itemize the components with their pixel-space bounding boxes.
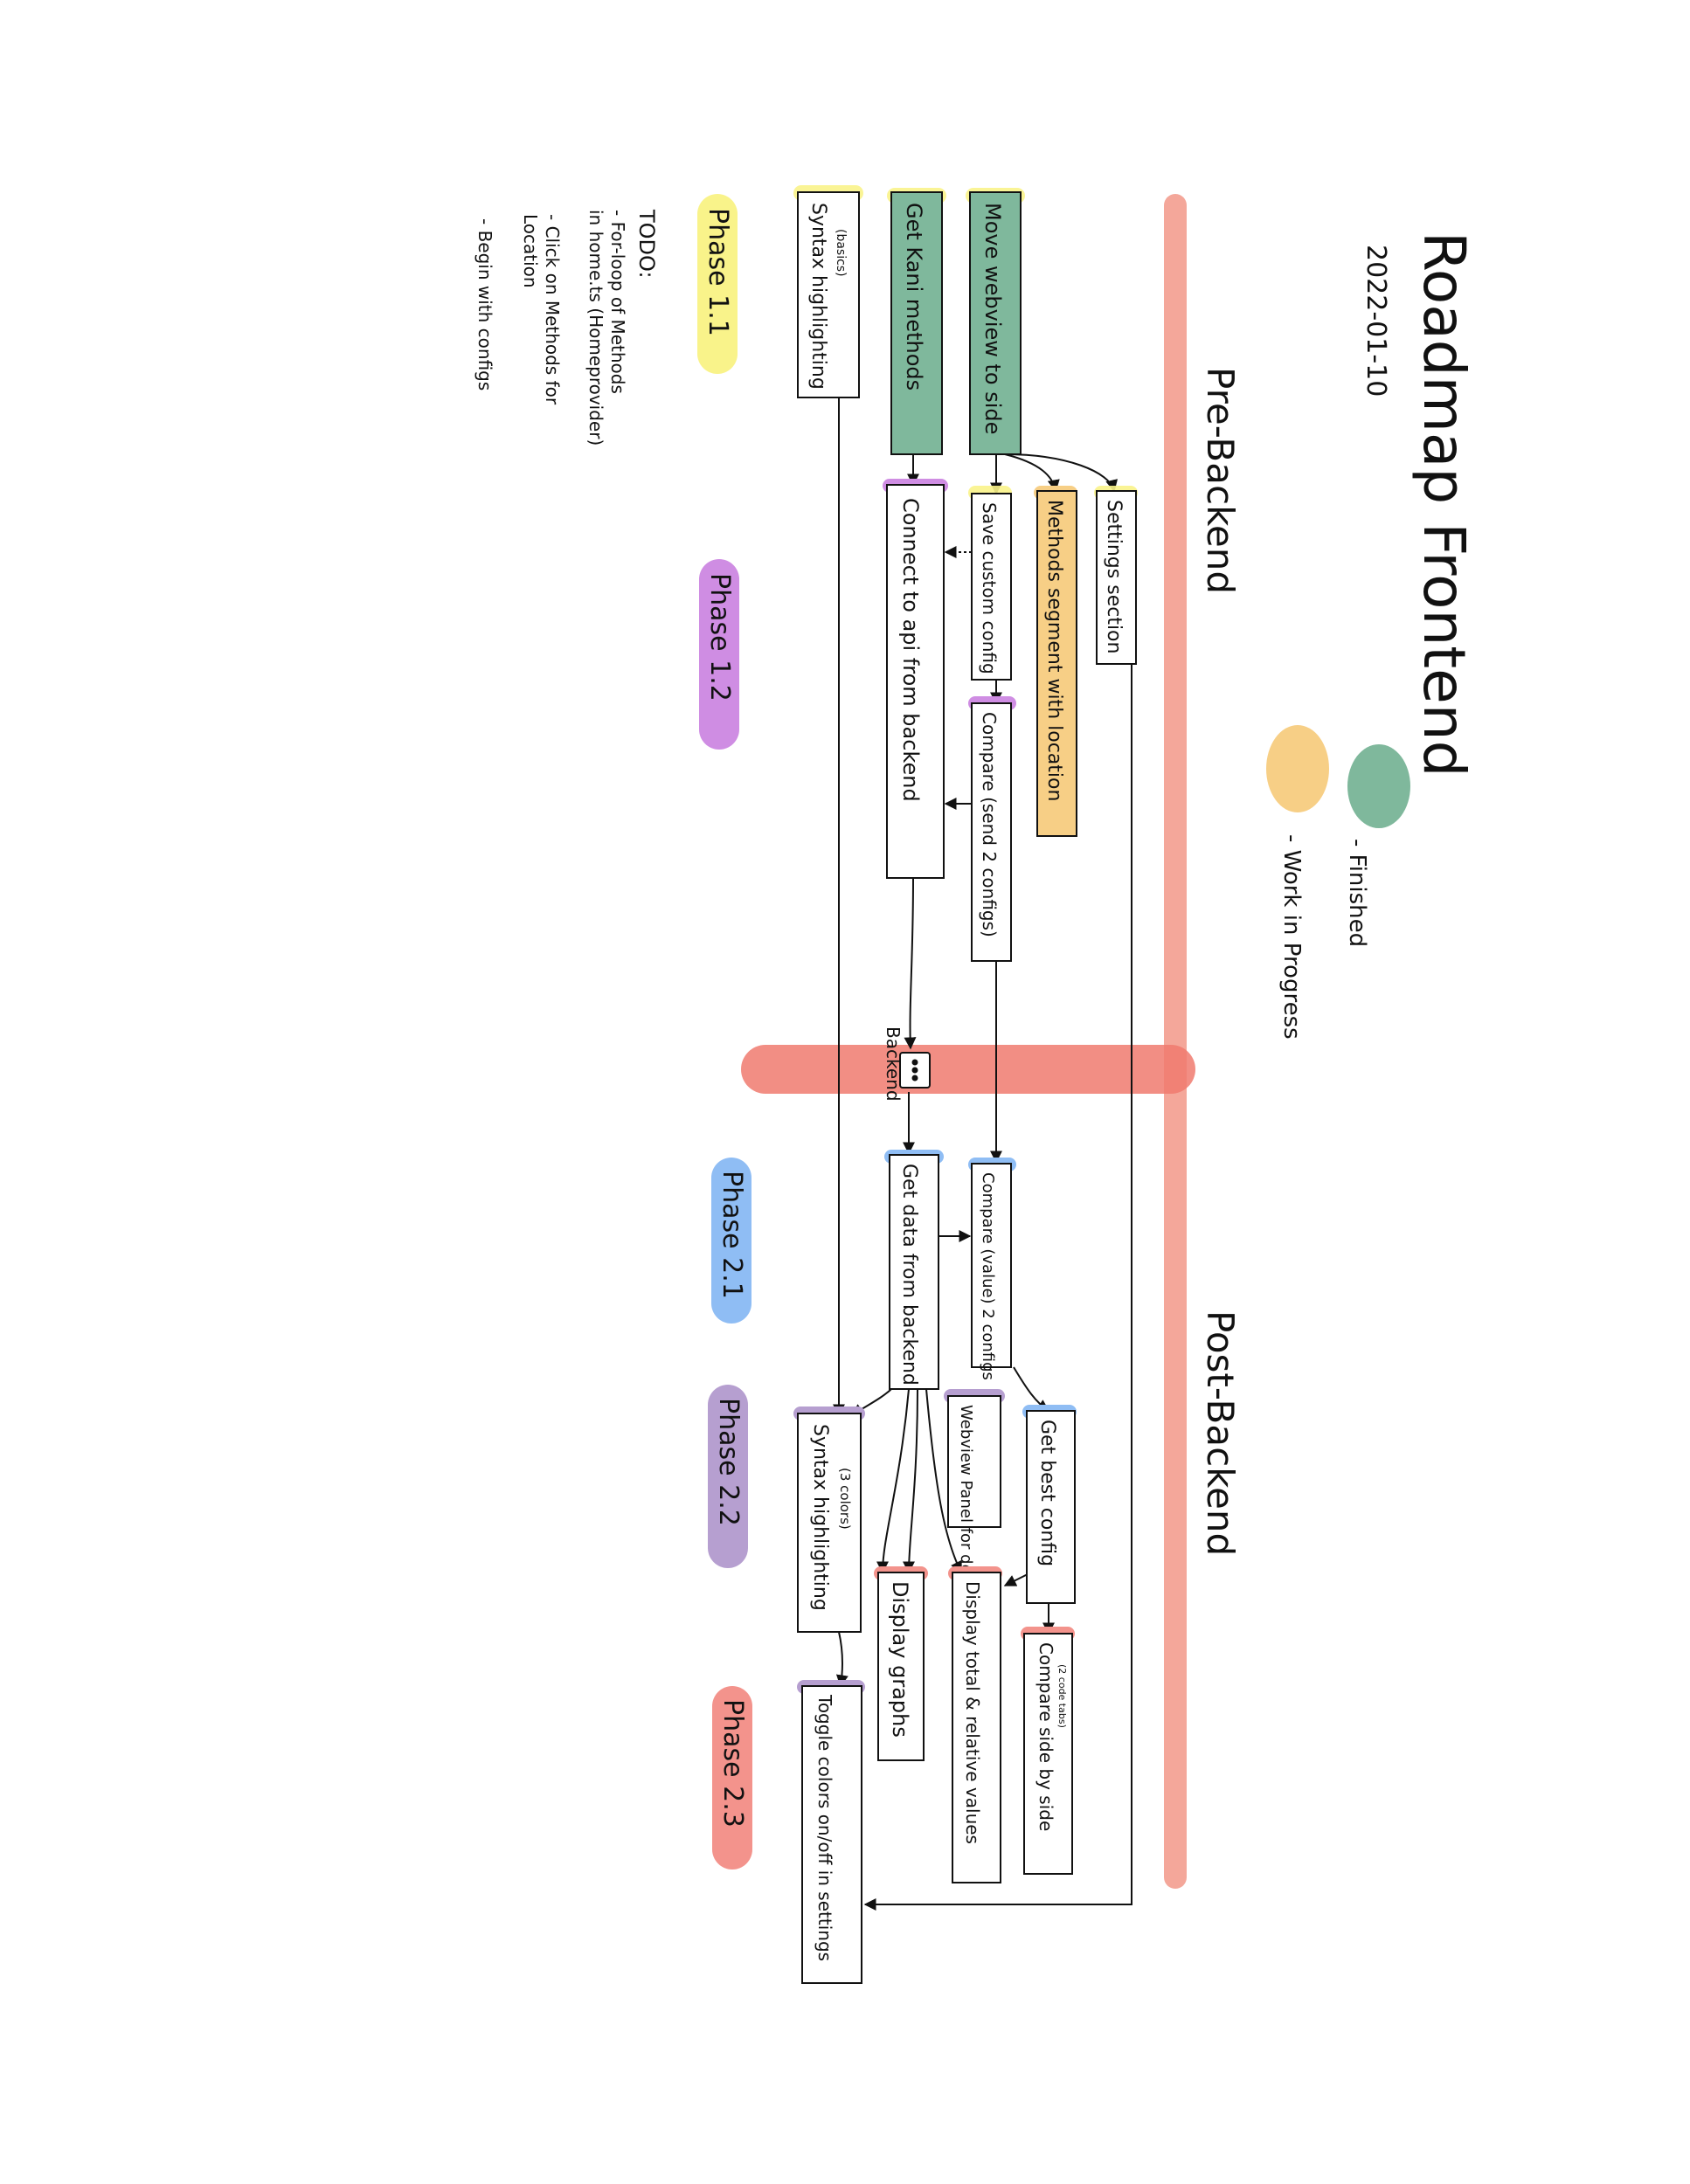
node-compare-side: Compare side by side (2 code tabs) (1021, 1627, 1075, 1875)
node-settings-label: Settings section (1103, 500, 1125, 653)
section-post-backend: Post-Backend (1199, 1310, 1242, 1556)
node-display-total: Display total & relative values (948, 1566, 1002, 1883)
node-settings: Settings section (1094, 486, 1138, 665)
node-methods-segment: Methods segment with location (1034, 486, 1077, 837)
phase-2-3-label: Phase 2.3 (717, 1699, 748, 1828)
node-connect-api: Connect to api from backend (883, 479, 948, 879)
phase-2-1-pill: Phase 2.1 (711, 1158, 751, 1324)
node-compare-value: Compare (value) 2 configs (968, 1158, 1016, 1380)
edge-settings-to-toggle (863, 664, 1132, 1911)
node-toggle-colors-label: Toggle colors on/off in settings (814, 1694, 835, 1961)
legend-wip-swatch (1266, 725, 1329, 812)
edge-comparevalue-to-getbest (1013, 1366, 1050, 1412)
node-move-webview-label: Move webview to side (980, 203, 1005, 434)
node-display-graphs-label: Display graphs (888, 1581, 912, 1738)
todo-item: Location (520, 214, 541, 288)
node-compare-side-label: Compare side by side (1035, 1642, 1056, 1831)
phase-1-1-pill: Phase 1.1 (697, 194, 738, 374)
date-label: 2022-01-10 (1361, 245, 1391, 397)
timeline-bar (1164, 194, 1187, 1889)
legend-finished-label: - Finished (1344, 839, 1370, 947)
edge-getdata-to-displaygraphs (903, 1388, 918, 1574)
node-get-best: Get best config (1022, 1405, 1077, 1604)
node-webview-panel-label: Webview Panel for details (957, 1405, 975, 1607)
phase-2-1-label: Phase 2.1 (717, 1171, 747, 1299)
node-syntax-basic-label: Syntax highlighting (807, 203, 829, 390)
legend-wip-label: - Work in Progress (1278, 834, 1305, 1040)
node-get-best-label: Get best config (1036, 1420, 1058, 1566)
backend-label: Backend (883, 1026, 904, 1102)
node-compare-send-label: Compare (send 2 configs) (979, 712, 1000, 937)
node-move-webview: Move webview to side (966, 188, 1025, 455)
phase-2-2-label: Phase 2.2 (713, 1398, 744, 1526)
todo-item: - For-loop of Methods (607, 210, 628, 394)
edge-connect-to-backend (904, 877, 917, 1050)
todo-notes: TODO: - For-loop of Methods in home.ts (… (474, 209, 659, 446)
phase-1-2-label: Phase 1.2 (704, 573, 735, 702)
edge-move-to-settings (1004, 453, 1119, 493)
legend-finished-swatch (1347, 744, 1410, 828)
node-compare-send: Compare (send 2 configs) (968, 696, 1016, 962)
node-syntax-basic: Syntax highlighting (basics) (793, 185, 863, 398)
todo-item: in home.ts (Homeprovider) (585, 210, 606, 446)
node-compare-side-sublabel: (2 code tabs) (1056, 1664, 1068, 1728)
node-methods-segment-label: Methods segment with location (1043, 500, 1065, 801)
node-get-data-label: Get data from backend (898, 1164, 920, 1386)
edge-syntax3-to-toggle (835, 1631, 848, 1688)
node-display-graphs: Display graphs (874, 1566, 928, 1761)
todo-item: - Click on Methods for (542, 214, 563, 405)
edge-getdata-to-graphs-branch (876, 1388, 910, 1574)
edge-move-to-methods (1004, 453, 1060, 493)
backend-divider-bar (741, 1045, 1195, 1094)
phase-1-2-pill: Phase 1.2 (699, 559, 739, 750)
todo-title: TODO: (634, 209, 659, 279)
phase-2-3-pill: Phase 2.3 (712, 1686, 752, 1870)
node-syntax-3: Syntax highlighting (3 colors) (793, 1406, 865, 1633)
node-connect-api-label: Connect to api from backend (898, 498, 923, 802)
node-get-data: Get data from backend (884, 1150, 944, 1390)
node-get-kani-label: Get Kani methods (902, 203, 926, 390)
backend-server-icon (899, 1052, 931, 1089)
node-display-total-label: Display total & relative values (962, 1581, 983, 1844)
node-compare-value-label: Compare (value) 2 configs (979, 1172, 997, 1380)
node-get-kani: Get Kani methods (887, 188, 946, 455)
node-syntax-basic-sublabel: (basics) (834, 229, 848, 277)
node-syntax-3-sublabel: (3 colors) (837, 1468, 853, 1530)
node-save-config: Save custom config (968, 486, 1012, 681)
phase-2-2-pill: Phase 2.2 (708, 1385, 748, 1568)
edge-getdata-to-displaytotal (925, 1388, 962, 1574)
node-webview-panel: Webview Panel for details (944, 1389, 1005, 1607)
node-toggle-colors: Toggle colors on/off in settings (797, 1680, 865, 1984)
phase-1-1-label: Phase 1.1 (703, 208, 733, 336)
todo-item: - Begin with configs (474, 218, 495, 390)
page-title: Roadmap Frontend (1410, 232, 1478, 778)
node-syntax-3-label: Syntax highlighting (809, 1424, 831, 1611)
node-save-config-label: Save custom config (979, 502, 1000, 674)
section-pre-backend: Pre-Backend (1199, 367, 1242, 594)
